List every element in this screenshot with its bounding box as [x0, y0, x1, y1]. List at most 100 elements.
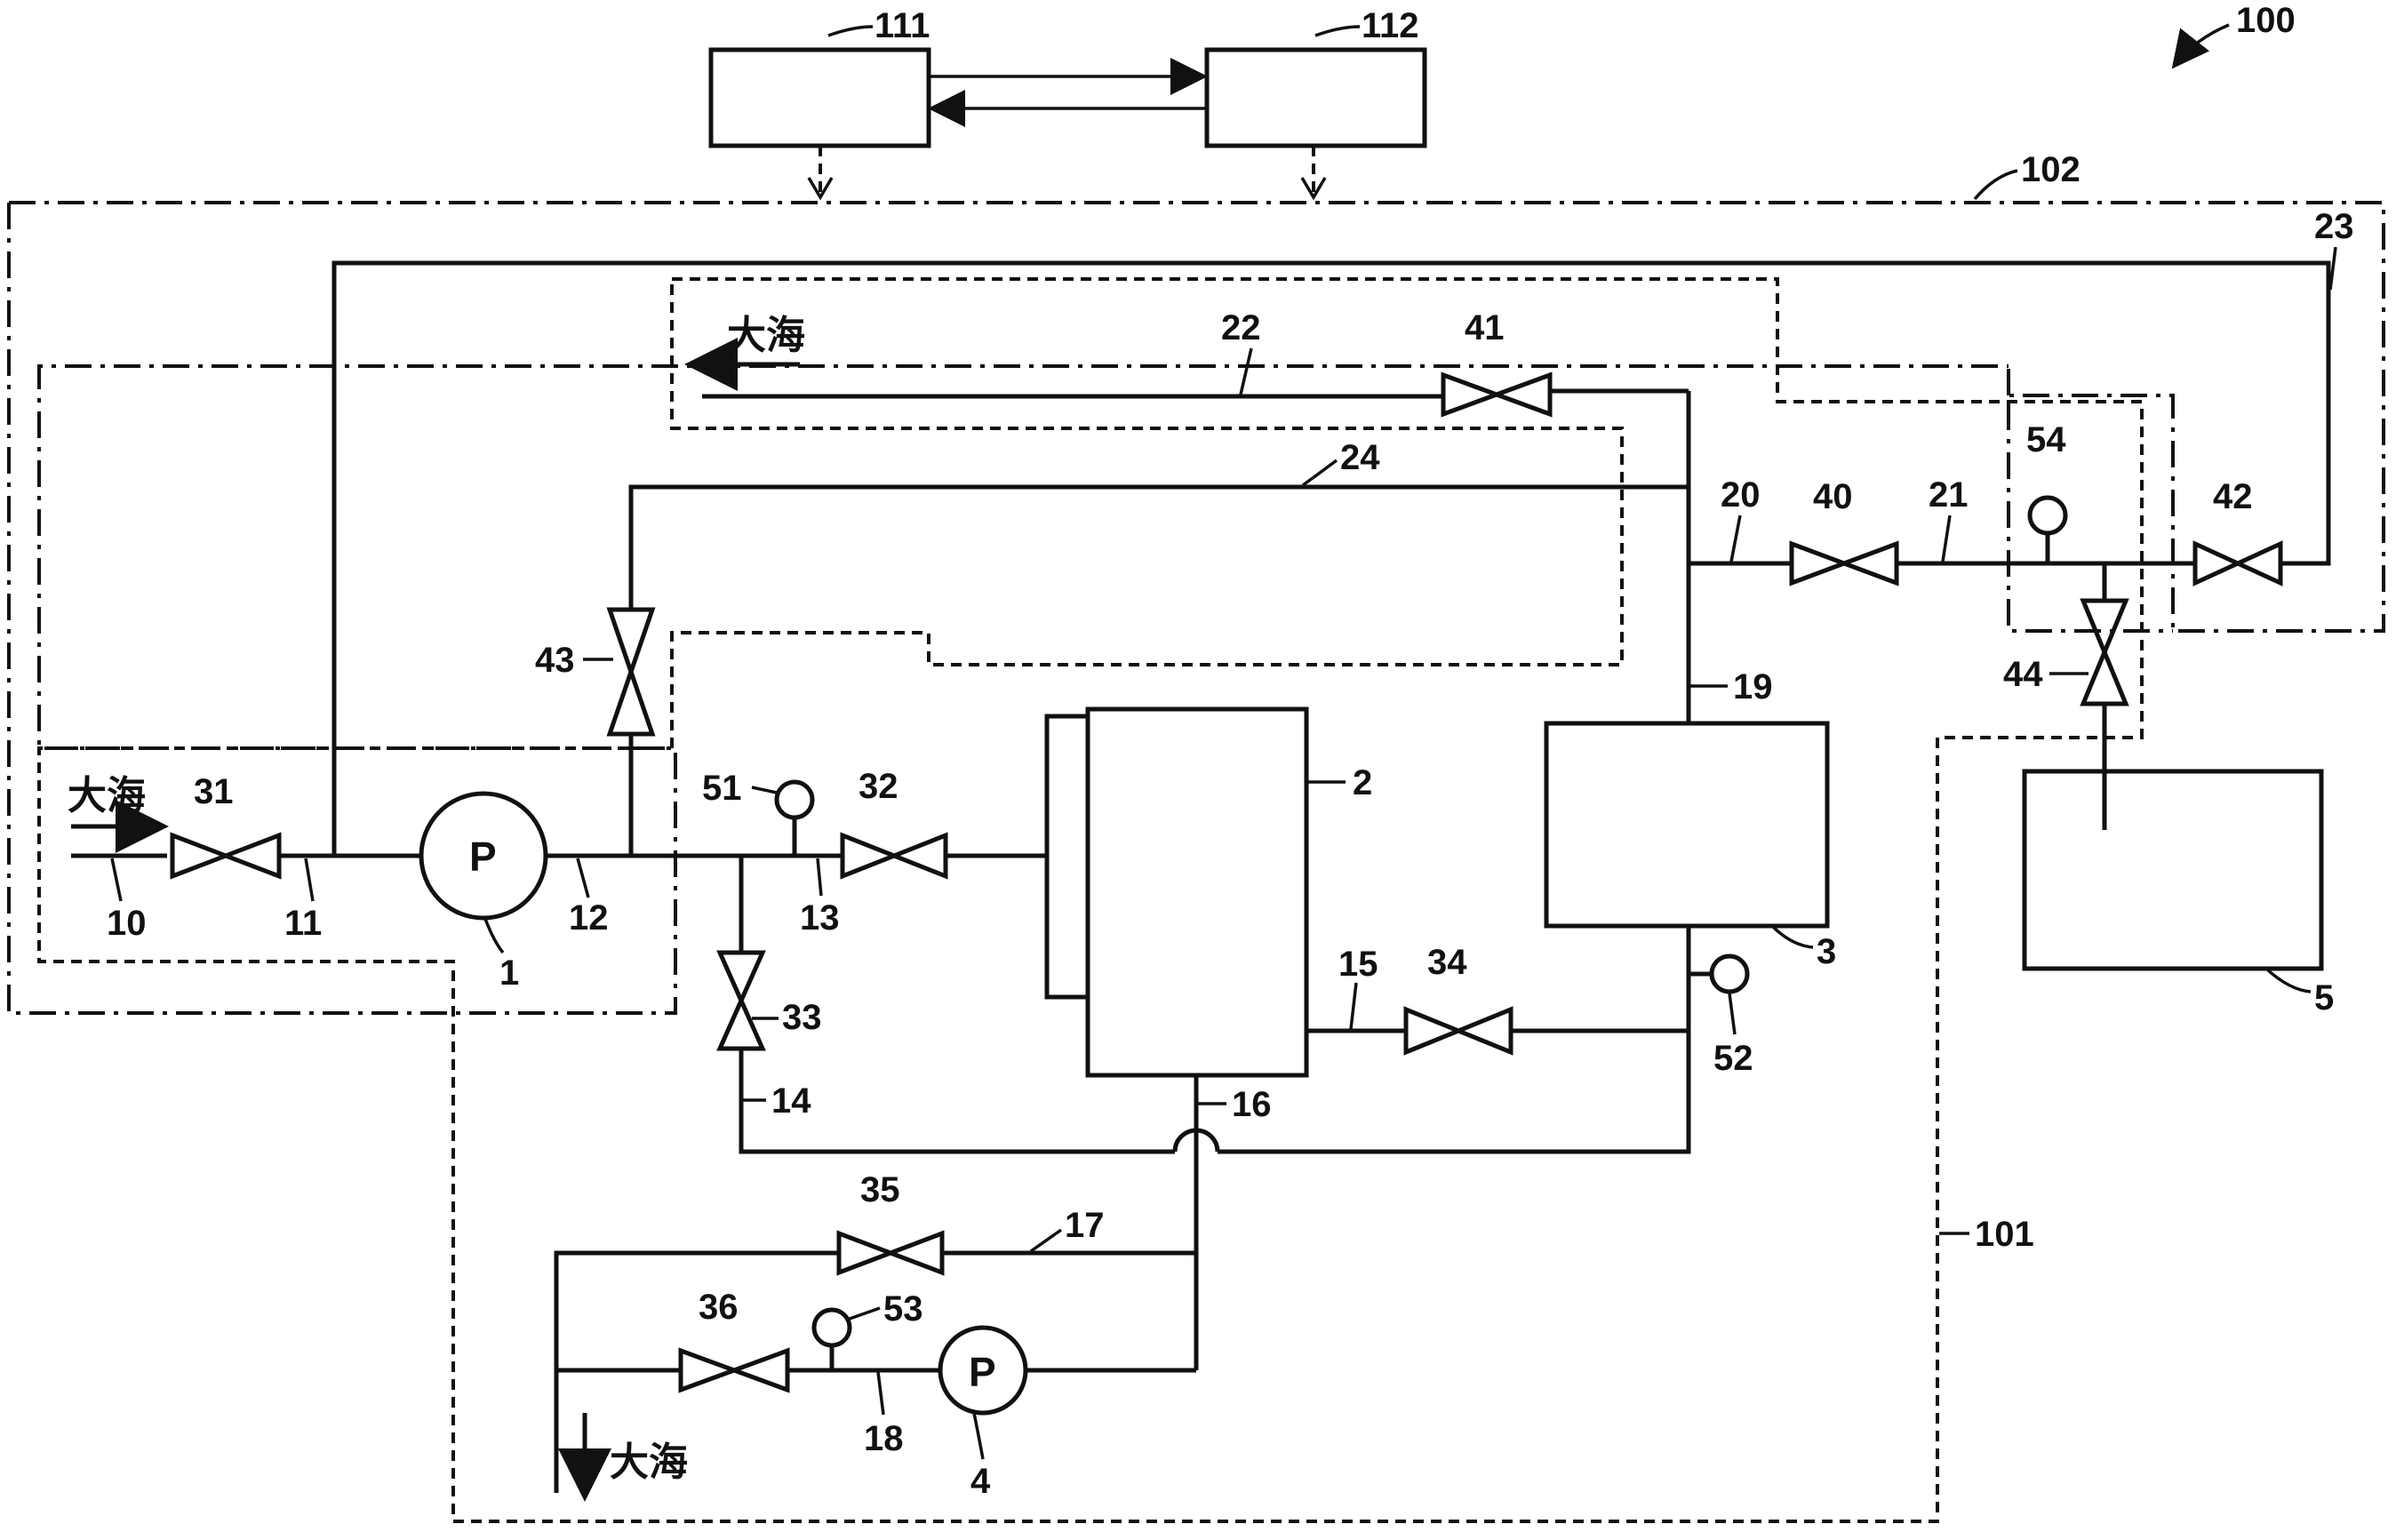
leader-52	[1728, 993, 1737, 1035]
label-valve-34: 34	[1427, 943, 1467, 982]
pump-4	[938, 1325, 1028, 1416]
pipe-24-b	[628, 484, 1689, 610]
pump-4-symbol: P	[969, 1349, 996, 1395]
label-comp-4: 4	[970, 1462, 991, 1501]
leader-22	[1239, 347, 1253, 395]
label-pipe-21: 21	[1929, 475, 1969, 515]
region-102-outline	[7, 201, 2385, 1015]
label-pipe-14: 14	[771, 1081, 811, 1121]
sensor-51	[774, 779, 815, 856]
valve-32[interactable]	[840, 832, 948, 880]
leader-23	[2328, 246, 2337, 291]
pipe-14	[739, 1049, 1175, 1154]
sensor-53	[811, 1307, 852, 1370]
leader-3	[1770, 924, 1814, 949]
unit-2-body	[1085, 706, 1309, 1078]
leader-11	[304, 858, 315, 902]
label-100-arrow	[2171, 23, 2230, 69]
label-valve-41: 41	[1465, 308, 1505, 347]
label-sensor-52: 52	[1713, 1039, 1753, 1078]
sensor-54	[2027, 495, 2068, 563]
leader-51	[751, 786, 778, 794]
leader-10	[110, 858, 123, 902]
label-pipe-18: 18	[864, 1419, 904, 1458]
tank-5	[2022, 769, 2324, 971]
label-pipe-17: 17	[1065, 1206, 1105, 1245]
leader-102	[1973, 169, 2018, 201]
pump-1-symbol: P	[469, 834, 497, 880]
valve-35[interactable]	[836, 1230, 945, 1276]
valve-41[interactable]	[1441, 371, 1553, 418]
leader-24	[1301, 459, 1338, 487]
label-valve-44: 44	[2003, 655, 2043, 694]
leader-13	[816, 858, 823, 897]
label-102: 102	[2021, 150, 2081, 189]
label-sensor-53: 53	[883, 1289, 923, 1329]
pump-1	[419, 791, 548, 921]
label-comp-2: 2	[1353, 763, 1372, 802]
label-100: 100	[2236, 1, 2296, 40]
controller-112	[1204, 47, 1427, 148]
leader-53	[849, 1306, 881, 1321]
label-valve-43: 43	[535, 641, 575, 680]
label-pipe-24: 24	[1340, 438, 1380, 477]
label-pipe-19: 19	[1733, 667, 1773, 706]
label-101: 101	[1975, 1215, 2034, 1254]
label-pipe-16: 16	[1232, 1085, 1272, 1124]
signal-arrowhead-112	[1300, 177, 1327, 201]
leader-17	[1029, 1228, 1063, 1253]
valve-36[interactable]	[678, 1347, 790, 1393]
sea-label-left: 大海	[68, 774, 146, 818]
leader-112	[1314, 25, 1361, 37]
unit-2-back	[1044, 714, 1090, 1000]
label-pipe-11: 11	[284, 904, 322, 943]
valve-33[interactable]	[716, 950, 766, 1051]
tank-3	[1544, 721, 1830, 929]
valve-42[interactable]	[2192, 540, 2283, 586]
leader-111	[827, 25, 874, 37]
leader-5	[2264, 967, 2312, 993]
controller-111	[708, 47, 931, 148]
label-112: 112	[1362, 6, 1419, 45]
pipe-23	[331, 260, 2331, 856]
label-valve-40: 40	[1813, 477, 1853, 516]
label-sensor-54: 54	[2026, 420, 2066, 459]
valve-43[interactable]	[606, 607, 656, 737]
label-pipe-10: 10	[107, 904, 147, 943]
valve-34[interactable]	[1403, 1006, 1513, 1056]
leader-1	[483, 918, 505, 954]
pipe-17-b	[554, 1250, 839, 1493]
label-valve-32: 32	[859, 767, 898, 806]
valve-44[interactable]	[2080, 598, 2129, 706]
valve-31[interactable]	[170, 832, 282, 880]
label-comp-5: 5	[2314, 978, 2334, 1017]
label-pipe-22: 22	[1221, 308, 1261, 347]
leader-15	[1349, 982, 1358, 1030]
label-pipe-13: 13	[800, 898, 840, 938]
sea-label-bottom: 大海	[610, 1440, 688, 1484]
label-valve-42: 42	[2213, 477, 2253, 516]
label-pipe-12: 12	[569, 898, 609, 938]
label-comp-1: 1	[499, 954, 519, 993]
signal-arrowhead-111	[807, 177, 834, 201]
label-pipe-20: 20	[1721, 475, 1761, 515]
label-valve-33: 33	[782, 998, 822, 1037]
label-pipe-15: 15	[1338, 945, 1378, 984]
leader-21	[1941, 515, 1952, 563]
leader-20	[1729, 515, 1742, 563]
valve-40[interactable]	[1789, 540, 1899, 586]
label-comp-3: 3	[1817, 932, 1836, 971]
pipe-14-c	[1218, 926, 1691, 1154]
sea-label-top: 大海	[727, 314, 805, 357]
leader-12	[576, 858, 590, 898]
leader-4	[972, 1412, 985, 1460]
label-valve-35: 35	[860, 1170, 900, 1209]
sensor-52	[1689, 954, 1750, 994]
label-valve-36: 36	[699, 1288, 739, 1327]
label-111: 111	[875, 6, 930, 45]
label-pipe-23: 23	[2314, 207, 2354, 246]
label-sensor-51: 51	[702, 769, 742, 808]
label-valve-31: 31	[194, 772, 234, 811]
region-101-outline	[37, 277, 2144, 1523]
